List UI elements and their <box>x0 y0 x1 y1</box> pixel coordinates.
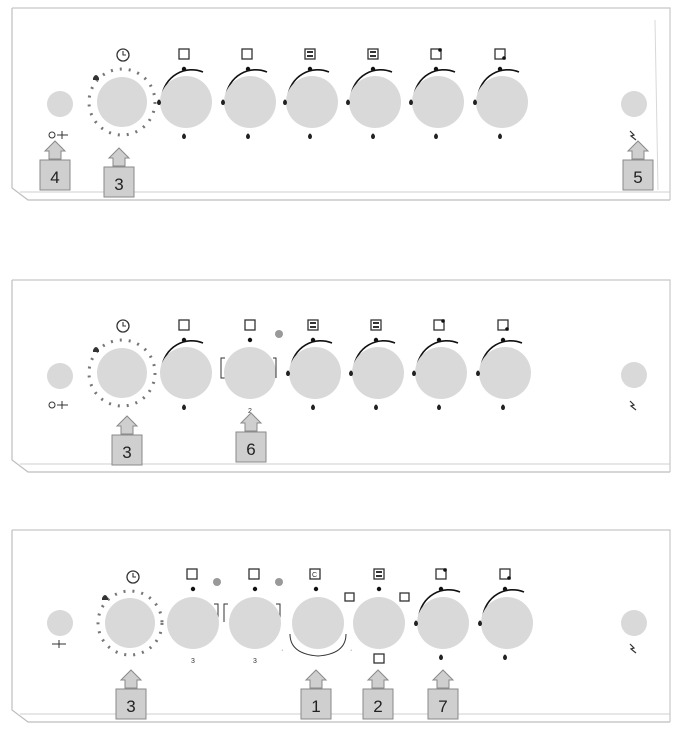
burner-knob-3[interactable] <box>409 48 464 139</box>
light-icon <box>52 640 66 648</box>
callout-number: 4 <box>50 168 60 187</box>
oven-knob-2[interactable] <box>349 319 404 410</box>
callout-number: 6 <box>246 440 256 459</box>
callout-number: 1 <box>311 697 321 716</box>
cooker-panel-middle: 2 <box>10 272 672 480</box>
panel-bottom-frame: 3 3 C · · <box>11 529 671 723</box>
cooker-panel-bottom: 3 3 C · · <box>10 522 672 730</box>
callout-5: 5 <box>622 140 654 191</box>
knob-scale-label: 2 <box>248 408 252 415</box>
oven-knob-1[interactable] <box>283 48 338 139</box>
callout-2: 2 <box>362 669 394 720</box>
clock-icon <box>126 570 140 584</box>
burner-knob-1[interactable] <box>157 48 212 139</box>
oven-knob-1[interactable] <box>286 319 341 410</box>
callout-7: 7 <box>427 669 459 720</box>
panel-top-frame <box>11 7 671 201</box>
hotplate-knob-2[interactable]: 3 <box>223 568 283 665</box>
oven-function-knob[interactable] <box>344 568 410 664</box>
knob-scale-label: 3 <box>191 658 195 665</box>
callout-1: 1 <box>300 669 332 720</box>
callout-3: 3 <box>115 669 147 720</box>
timer-knob[interactable] <box>87 67 157 137</box>
light-icon <box>48 131 68 139</box>
oven-symbol-icon: C <box>312 572 317 579</box>
callout-3: 3 <box>111 415 143 466</box>
burner-knob-2[interactable] <box>478 568 533 660</box>
burner-knob-4[interactable] <box>473 48 528 139</box>
bell-icon <box>93 75 99 80</box>
panel-middle-frame: 2 <box>11 279 671 473</box>
callout-number: 7 <box>438 697 448 716</box>
spark-icon <box>629 130 637 141</box>
callout-number: 5 <box>633 168 643 187</box>
top-heat-icon <box>399 592 410 602</box>
hotplate-knob[interactable]: 2 <box>220 319 283 415</box>
bell-icon <box>93 347 99 352</box>
callout-number: 3 <box>122 443 132 462</box>
spark-icon <box>629 643 637 654</box>
ignition-button[interactable] <box>621 91 647 117</box>
bell-icon <box>102 595 108 600</box>
timer-knob[interactable] <box>96 589 164 657</box>
flame-icon <box>157 99 161 105</box>
clock-icon <box>116 319 130 333</box>
callout-number: 3 <box>114 175 124 194</box>
light-knob[interactable] <box>47 363 73 389</box>
grill-icon <box>344 592 355 602</box>
burner-knob-4[interactable] <box>476 319 531 410</box>
hotplate-knob-1[interactable]: 3 <box>167 568 221 665</box>
callout-3: 3 <box>103 147 135 198</box>
light-knob[interactable] <box>47 91 73 117</box>
indicator-light <box>213 578 221 586</box>
spark-icon <box>629 400 637 411</box>
light-icon <box>48 401 68 409</box>
electric-oven-thermostat-knob[interactable]: C · · <box>281 568 352 657</box>
zone-icon <box>178 48 190 60</box>
callout-number: 3 <box>126 697 136 716</box>
indicator-light <box>275 330 283 338</box>
svg-text:·: · <box>350 647 352 654</box>
svg-text:·: · <box>281 647 283 654</box>
callout-4: 4 <box>39 140 71 191</box>
light-knob[interactable] <box>47 610 73 636</box>
callout-6: 6 <box>235 412 267 463</box>
timer-knob[interactable] <box>87 338 157 408</box>
ignition-button[interactable] <box>621 610 647 636</box>
burner-knob-1[interactable] <box>414 568 469 660</box>
clock-icon <box>116 48 130 62</box>
burner-knob-1[interactable] <box>160 319 212 410</box>
burner-knob-2[interactable] <box>221 48 276 139</box>
callout-number: 2 <box>373 697 383 716</box>
oven-knob-2[interactable] <box>346 48 401 139</box>
burner-knobs-top <box>157 48 528 139</box>
ignition-button[interactable] <box>621 362 647 388</box>
indicator-light <box>275 578 283 586</box>
knob-scale-label: 3 <box>253 658 257 665</box>
bottom-heat-icon <box>373 653 385 664</box>
burner-knob-3[interactable] <box>412 319 467 410</box>
cooker-panel-top: 4 3 5 <box>10 0 672 208</box>
